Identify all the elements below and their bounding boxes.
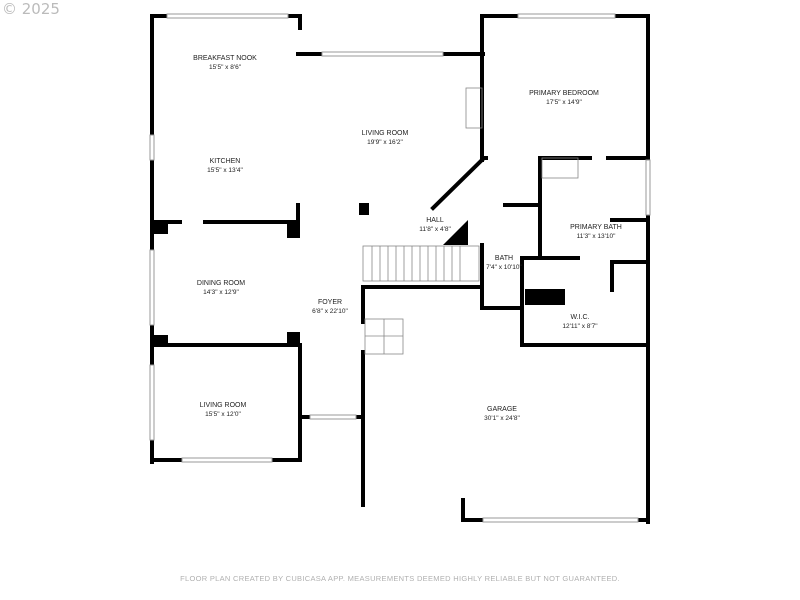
disclaimer-footer: FLOOR PLAN CREATED BY CUBICASA APP. MEAS… (180, 574, 620, 583)
room-wic: W.I.C. 12'11" x 8'7" (562, 313, 597, 331)
copyright-watermark: © 2025 (2, 0, 60, 18)
room-living-room-main: LIVING ROOM 19'9" x 16'2" (362, 129, 409, 147)
room-kitchen: KITCHEN 15'5" x 13'4" (207, 157, 243, 175)
room-dimensions: 15'5" x 13'4" (207, 167, 243, 174)
room-breakfast-nook: BREAKFAST NOOK 15'5" x 8'6" (193, 54, 257, 72)
room-dimensions: 30'1" x 24'8" (484, 415, 520, 422)
wall-blocks (152, 203, 565, 347)
room-name: LIVING ROOM (361, 130, 409, 137)
room-dimensions: 11'3" x 13'10" (576, 233, 616, 240)
room-name: PRIMARY BEDROOM (529, 90, 599, 97)
room-dimensions: 11'8" x 4'8" (419, 226, 451, 233)
room-name: GARAGE (487, 406, 517, 413)
fireplaces (465, 87, 579, 179)
room-dimensions: 19'9" x 16'2" (367, 139, 403, 146)
room-primary-bedroom: PRIMARY BEDROOM 17'5" x 14'9" (529, 89, 599, 107)
room-foyer: FOYER 6'8" x 22'10" (312, 298, 348, 316)
room-name: BATH (494, 255, 514, 262)
room-name: LIVING ROOM (199, 402, 247, 409)
room-dimensions: 6'8" x 22'10" (312, 308, 348, 315)
staircase (362, 245, 480, 355)
room-name: HALL (426, 217, 444, 224)
room-name: KITCHEN (209, 158, 241, 165)
room-hall: HALL 11'8" x 4'8" (419, 216, 451, 234)
room-garage: GARAGE 30'1" x 24'8" (484, 405, 520, 423)
room-dimensions: 7'4" x 10'10" (486, 264, 522, 271)
room-dimensions: 15'5" x 8'6" (208, 64, 242, 71)
room-primary-bath: PRIMARY BATH 11'3" x 13'10" (570, 223, 622, 241)
room-bath: BATH 7'4" x 10'10" (486, 254, 522, 272)
room-name: BREAKFAST NOOK (193, 55, 257, 62)
room-dining-room: DINING ROOM 14'3" x 12'9" (197, 279, 245, 297)
room-dimensions: 12'11" x 8'7" (562, 323, 598, 330)
room-name: FOYER (317, 299, 343, 306)
room-dimensions: 14'3" x 12'9" (203, 289, 239, 296)
room-name: DINING ROOM (196, 280, 246, 287)
room-living-room-front: LIVING ROOM 15'5" x 12'0" (200, 401, 247, 419)
room-dimensions: 17'5" x 14'9" (546, 99, 582, 106)
windows (149, 13, 651, 523)
room-name: W.I.C. (570, 314, 590, 321)
room-dimensions: 15'5" x 12'0" (205, 411, 241, 418)
room-name: PRIMARY BATH (570, 224, 622, 231)
